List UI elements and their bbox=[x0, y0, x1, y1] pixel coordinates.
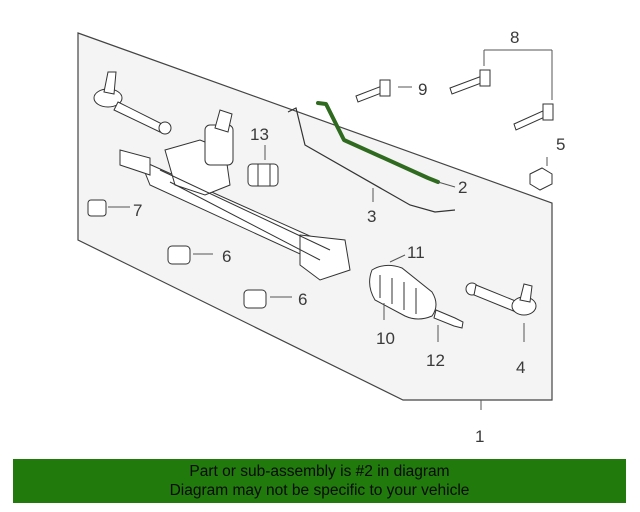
banner-line-disclaimer: Diagram may not be specific to your vehi… bbox=[169, 482, 470, 499]
highlighted-line-2 bbox=[316, 101, 440, 184]
steering-rack bbox=[119, 109, 351, 281]
mount-bushing bbox=[247, 163, 279, 187]
callout-13: 13 bbox=[250, 125, 269, 144]
callout-11: 11 bbox=[407, 243, 425, 262]
callout-8: 8 bbox=[510, 28, 519, 47]
bushing-6-upper bbox=[167, 245, 191, 265]
parts-diagram: 1 2 3 4 5 6 6 7 8 9 10 11 12 13 bbox=[77, 28, 565, 446]
bolt-8-upper bbox=[449, 69, 491, 95]
part-info-banner: Part or sub-assembly is #2 in diagram Di… bbox=[13, 459, 626, 503]
callout-10: 10 bbox=[376, 329, 395, 348]
callout-12: 12 bbox=[426, 351, 445, 370]
callout-4: 4 bbox=[516, 358, 525, 377]
inner-tie-rod bbox=[433, 309, 464, 329]
pressure-line-3 bbox=[287, 107, 456, 213]
rack-boot bbox=[369, 264, 437, 320]
assembly-panel bbox=[77, 32, 553, 401]
outer-tie-rod-right bbox=[465, 282, 537, 316]
leader-lines bbox=[108, 49, 553, 410]
outer-tie-rod-left bbox=[93, 71, 172, 135]
callout-6-lower: 6 bbox=[298, 290, 307, 309]
callout-9: 9 bbox=[418, 80, 427, 99]
bolt-9 bbox=[355, 79, 391, 103]
callout-2: 2 bbox=[458, 178, 467, 197]
callout-7: 7 bbox=[133, 201, 142, 220]
bushing-6-lower bbox=[243, 289, 267, 309]
bolt-8-lower bbox=[513, 103, 554, 131]
nut-5 bbox=[529, 167, 553, 191]
callout-1: 1 bbox=[475, 427, 484, 446]
bushing-7 bbox=[87, 199, 107, 217]
banner-line-part: Part or sub-assembly is #2 in diagram bbox=[189, 463, 450, 480]
callout-3: 3 bbox=[367, 207, 376, 226]
callout-5: 5 bbox=[556, 135, 565, 154]
callout-6-upper: 6 bbox=[222, 247, 231, 266]
